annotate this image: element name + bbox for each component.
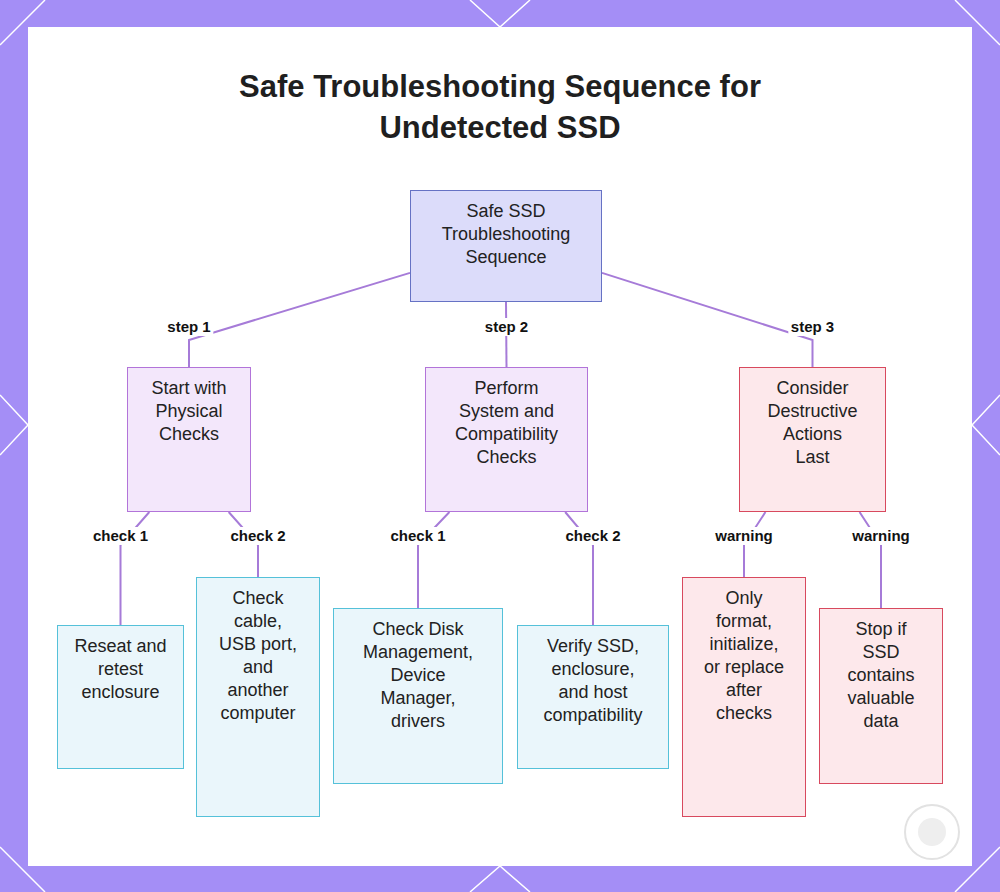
node-text: Check Disk Management, Device Manager, d… — [362, 618, 474, 733]
edge-label: check 1 — [387, 527, 448, 545]
connector — [602, 273, 813, 367]
warning-box: Only format, initialize, or replace afte… — [682, 577, 806, 817]
node-text: Perform System and Compatibility Checks — [448, 377, 565, 469]
node-text: Stop if SSD contains valuable data — [838, 618, 924, 733]
logo-ring — [905, 805, 959, 859]
logo-mark — [905, 805, 959, 859]
node-text: Only format, initialize, or replace afte… — [701, 587, 787, 725]
edge-label: warning — [712, 527, 776, 545]
panel — [28, 27, 972, 866]
warning-box: Stop if SSD contains valuable data — [819, 608, 943, 784]
node-text: Reseat and retest enclosure — [74, 635, 167, 704]
logo-core — [918, 818, 946, 846]
edge-label: check 1 — [90, 527, 151, 545]
process-box: Perform System and Compatibility Checks — [425, 367, 588, 512]
ornament-line — [470, 866, 530, 892]
ornament-line — [972, 395, 1000, 455]
edge-label: step 1 — [164, 318, 213, 336]
process-box: Reseat and retest enclosure — [57, 625, 184, 769]
process-box: Check Disk Management, Device Manager, d… — [333, 608, 503, 784]
process-box: Start with Physical Checks — [127, 367, 251, 512]
edge-label: step 3 — [788, 318, 837, 336]
warning-box: Consider Destructive Actions Last — [739, 367, 886, 512]
ornament-line — [470, 0, 530, 27]
edge-label: check 2 — [227, 527, 288, 545]
process-box: Check cable, USB port, and another compu… — [196, 577, 320, 817]
node-text: Start with Physical Checks — [146, 377, 232, 446]
process-box: Verify SSD, enclosure, and host compatib… — [517, 625, 669, 769]
process-box: Safe SSD Troubleshooting Sequence — [410, 190, 602, 302]
connector — [189, 273, 410, 367]
node-text: Consider Destructive Actions Last — [766, 377, 859, 469]
node-text: Check cable, USB port, and another compu… — [215, 587, 301, 725]
ornament-line — [0, 395, 28, 455]
node-text: Safe SSD Troubleshooting Sequence — [436, 200, 576, 269]
diagram-title: Safe Troubleshooting Sequence for Undete… — [180, 66, 820, 148]
node-text: Verify SSD, enclosure, and host compatib… — [538, 635, 648, 727]
edge-label: warning — [849, 527, 913, 545]
edge-label: check 2 — [562, 527, 623, 545]
edge-label: step 2 — [482, 318, 531, 336]
